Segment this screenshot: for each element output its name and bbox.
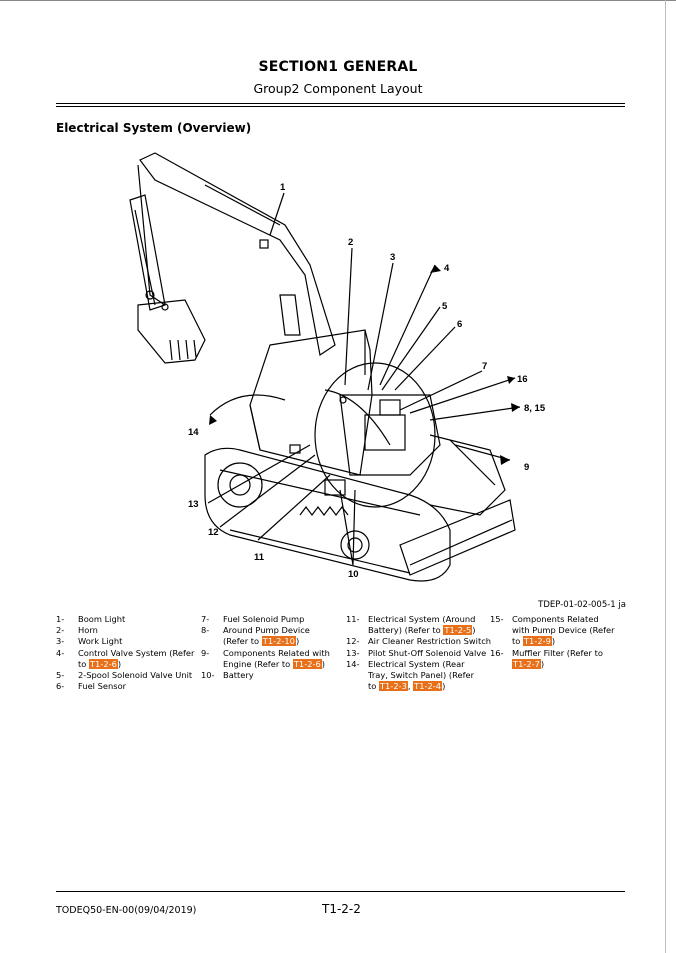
diagram-label-4: 4	[444, 263, 450, 274]
legend-column-1: 1-Boom Light 2-Horn 3-Work Light 4-Contr…	[56, 614, 196, 692]
diagram-label-3: 3	[390, 252, 395, 263]
diagram-label-10: 10	[348, 569, 359, 580]
diagram-label-11: 11	[254, 552, 265, 563]
diagram-label-2: 2	[348, 237, 353, 248]
legend-item: 8-Around Pump Device (Refer to T1-2-10)	[201, 625, 310, 647]
diagram-label-12: 12	[208, 527, 219, 538]
reference-link[interactable]: T1-2-9	[522, 636, 552, 647]
footer-rule	[56, 891, 625, 892]
page-right-border	[665, 0, 666, 953]
reference-link[interactable]: T1-2-7	[512, 658, 541, 669]
legend-item: 13-Pilot Shut-Off Solenoid Valve	[346, 647, 487, 658]
reference-link[interactable]: T1-2-10	[261, 636, 296, 647]
page-heading: Electrical System (Overview)	[56, 121, 252, 135]
diagram-label-6: 6	[457, 319, 462, 330]
legend-column-2: 7-Fuel Solenoid Pump 8-Around Pump Devic…	[201, 614, 341, 681]
legend-item: 12-Air Cleaner Restriction Switch	[346, 636, 492, 647]
legend-item: 9-Components Related with Engine (Refer …	[201, 647, 330, 669]
legend-item: 1-Boom Light	[56, 614, 126, 624]
legend-item: 2-Horn	[56, 625, 98, 636]
reference-link[interactable]: T1-2-6	[292, 658, 322, 669]
reference-link[interactable]: T1-2-6	[88, 658, 118, 669]
legend-item: 11-Electrical System (Around Battery) (R…	[346, 614, 476, 636]
legend-item: 15-Components Related with Pump Device (…	[490, 614, 615, 647]
reference-link[interactable]: T1-2-4	[413, 681, 443, 692]
document-code: TODEQ50-EN-00(09/04/2019)	[56, 905, 197, 916]
page-number: T1-2-2	[322, 902, 361, 916]
section-title: SECTION1 GENERAL	[258, 59, 418, 75]
excavator-electrical-diagram: 1 2 3 4 5 6 7 16 8, 15 9 14 13 12 11 10	[129, 152, 546, 582]
diagram-label-1: 1	[280, 182, 286, 193]
diagram-label-14: 14	[188, 427, 199, 438]
figure-id: TDEP-01-02-005-1 ja	[538, 600, 626, 610]
legend-item: 6-Fuel Sensor	[56, 681, 127, 692]
legend-item: 3-Work Light	[56, 636, 123, 647]
diagram-label-8-15: 8, 15	[524, 403, 546, 414]
reference-link[interactable]: T1-2-3	[378, 681, 408, 692]
diagram-label-9: 9	[524, 462, 529, 473]
header-rule-top	[56, 103, 625, 104]
header-rule-bottom	[56, 106, 625, 107]
legend-column-3: 11-Electrical System (Around Battery) (R…	[346, 614, 492, 692]
legend-item: 4-Control Valve System (Refer to T1-2-6)	[56, 647, 195, 669]
reference-link[interactable]: T1-2-5	[443, 625, 473, 636]
diagram-label-5: 5	[442, 301, 448, 312]
legend-item: 14-Electrical System (Rear Tray, Switch …	[346, 658, 475, 692]
legend-item: 7-Fuel Solenoid Pump	[201, 614, 305, 624]
page-top-border	[0, 0, 676, 1]
diagram-label-7: 7	[482, 361, 487, 372]
diagram-label-16: 16	[517, 374, 528, 385]
section-subtitle: Group2 Component Layout	[253, 81, 423, 96]
legend-column-4: 15-Components Related with Pump Device (…	[490, 614, 620, 670]
legend-item: 5-2-Spool Solenoid Valve Unit	[56, 670, 193, 681]
legend-item: 16-Muffler Filter (Refer to T1-2-7)	[490, 647, 603, 669]
legend-item: 10-Battery	[201, 670, 254, 681]
diagram-label-13: 13	[188, 499, 199, 510]
